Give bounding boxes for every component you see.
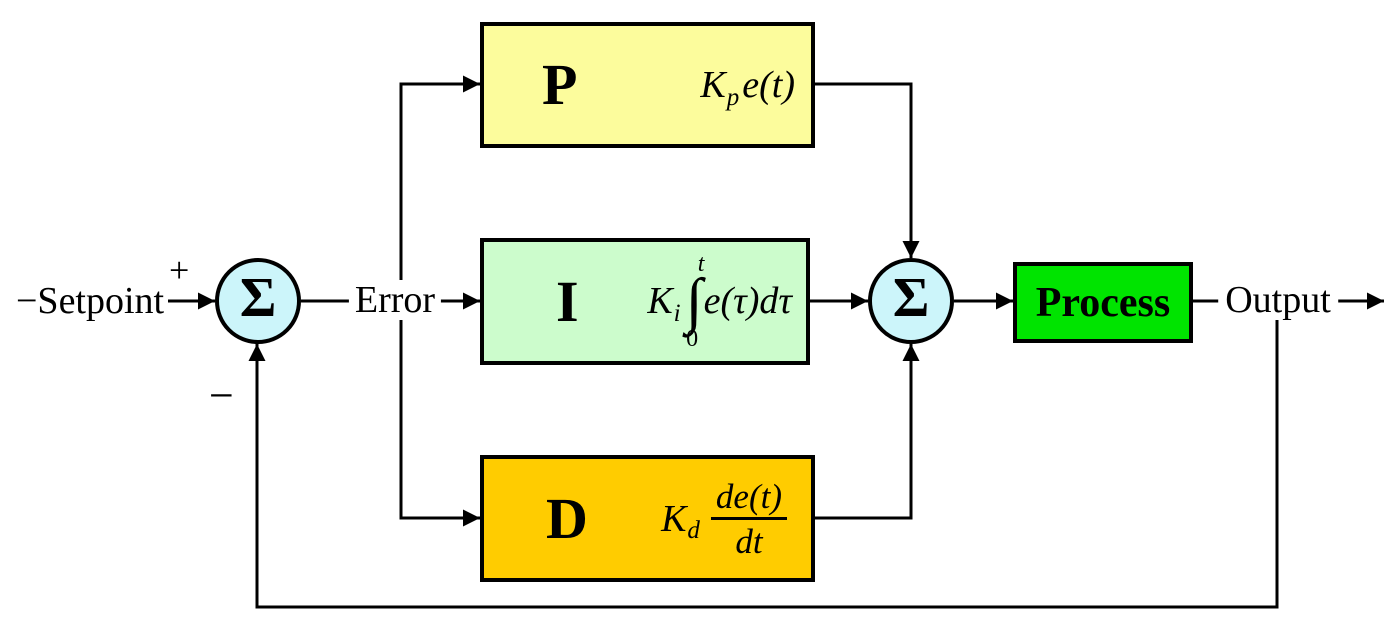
fraction-numerator: de(t) xyxy=(710,479,787,520)
gain-symbol: K xyxy=(661,497,687,540)
plus-sign-label: + xyxy=(169,250,190,290)
p-output-arrow xyxy=(815,82,920,258)
integral-construct: t∫0 xyxy=(685,251,705,352)
gain-subscript: i xyxy=(673,299,681,327)
gain-subscript: d xyxy=(687,517,700,544)
integral-letter: I xyxy=(556,268,579,334)
proportional-letter: P xyxy=(542,52,578,117)
gain-subscript: p xyxy=(726,83,740,111)
fraction-denominator: dt xyxy=(735,521,763,561)
error-term: e(t) xyxy=(742,64,795,106)
integrand-term: e(τ)dτ xyxy=(703,280,792,323)
feedback-arrow xyxy=(248,303,1279,609)
minus-sign-label: − xyxy=(209,371,234,420)
sum-junction-output: Σ xyxy=(868,258,954,344)
integral-lower-limit: 0 xyxy=(686,325,699,352)
integral-upper-limit: t xyxy=(697,251,705,278)
derivative-letter: D xyxy=(546,485,588,551)
integral-sign: ∫ xyxy=(685,267,703,336)
gain-symbol: K xyxy=(647,280,673,323)
sigma-symbol: Σ xyxy=(892,267,930,329)
process-label: Process xyxy=(1035,279,1171,326)
sum-junction-input: Σ xyxy=(215,258,301,344)
output-label: Output xyxy=(1218,280,1338,320)
gain-symbol: K xyxy=(700,64,726,106)
d-output-arrow xyxy=(815,344,920,520)
derivative-fraction: de(t)dt xyxy=(710,479,787,561)
process-block: Process xyxy=(1013,262,1193,343)
sigma-symbol: Σ xyxy=(239,267,277,329)
error-label: Error xyxy=(348,280,442,320)
setpoint-label: −Setpoint xyxy=(16,280,165,322)
